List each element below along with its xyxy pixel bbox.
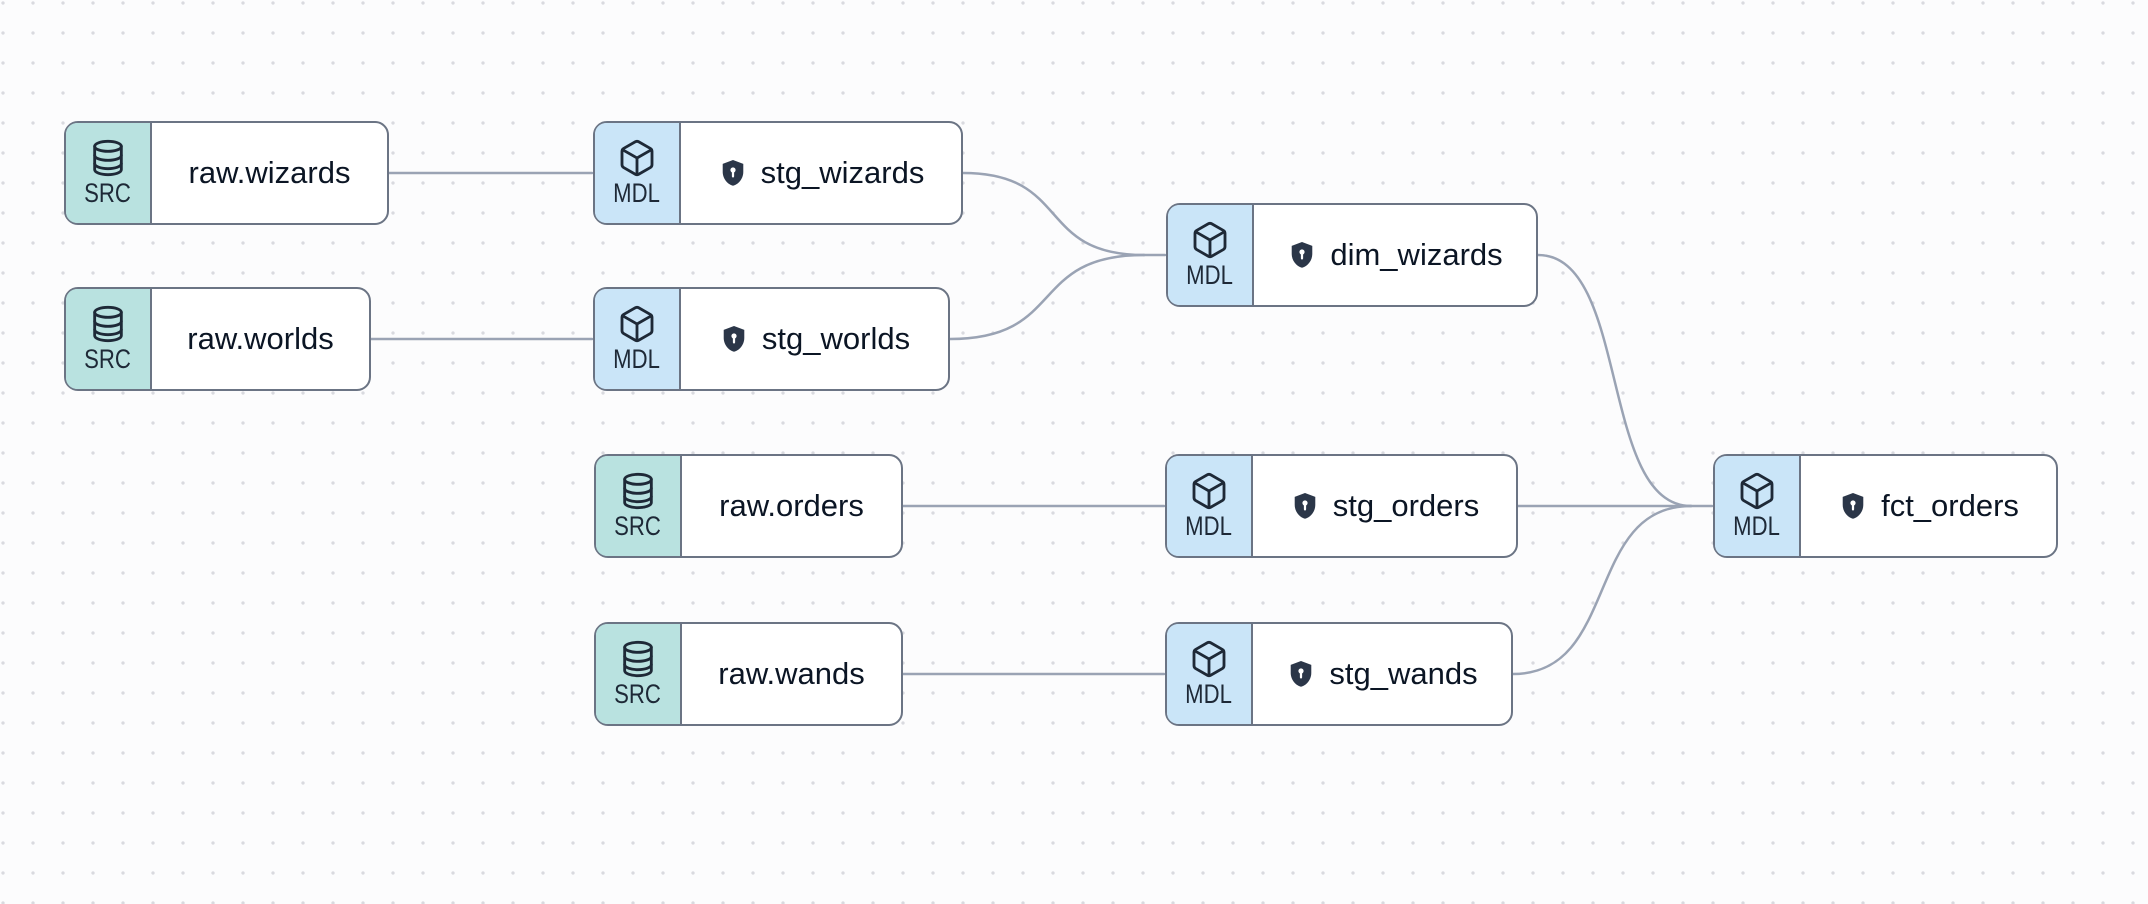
node-label: raw.wizards bbox=[188, 155, 351, 190]
node-type-badge: SRC bbox=[66, 289, 152, 389]
database-icon bbox=[88, 304, 128, 344]
cube-icon bbox=[1189, 639, 1229, 679]
node-type-label: SRC bbox=[84, 178, 132, 209]
shield-icon bbox=[1290, 491, 1320, 522]
node-body: raw.orders bbox=[682, 456, 901, 556]
node-raw-orders[interactable]: SRC raw.orders bbox=[594, 454, 903, 558]
node-label: raw.wands bbox=[718, 656, 865, 691]
node-type-badge: SRC bbox=[66, 123, 152, 223]
node-body: dim_wizards bbox=[1254, 205, 1536, 305]
lineage-edge bbox=[961, 171, 1146, 257]
node-type-badge: SRC bbox=[596, 456, 682, 556]
node-fct-orders[interactable]: MDL fct_orders bbox=[1713, 454, 2058, 558]
node-type-label: SRC bbox=[614, 679, 662, 710]
node-stg-wands[interactable]: MDL stg_wands bbox=[1165, 622, 1513, 726]
shield-icon bbox=[718, 158, 748, 189]
node-type-badge: MDL bbox=[1167, 624, 1253, 724]
node-body: fct_orders bbox=[1801, 456, 2056, 556]
cube-icon bbox=[617, 304, 657, 344]
cube-icon bbox=[1737, 471, 1777, 511]
node-type-label: SRC bbox=[84, 344, 132, 375]
shield-icon bbox=[1838, 491, 1868, 522]
node-body: raw.worlds bbox=[152, 289, 369, 389]
node-label: dim_wizards bbox=[1330, 237, 1503, 272]
database-icon bbox=[618, 639, 658, 679]
shield-icon bbox=[1286, 659, 1316, 690]
node-label: stg_wands bbox=[1329, 656, 1478, 691]
node-type-badge: MDL bbox=[1167, 456, 1253, 556]
node-label: fct_orders bbox=[1881, 488, 2019, 523]
node-label: stg_worlds bbox=[761, 321, 911, 356]
node-dim-wizards[interactable]: MDL dim_wizards bbox=[1166, 203, 1538, 307]
cube-icon bbox=[617, 138, 657, 178]
node-raw-wizards[interactable]: SRC raw.wizards bbox=[64, 121, 389, 225]
lineage-edge bbox=[1511, 504, 1693, 676]
node-label: raw.worlds bbox=[187, 321, 334, 356]
node-type-label: MDL bbox=[1185, 679, 1233, 710]
cube-icon bbox=[1190, 220, 1230, 260]
node-type-badge: MDL bbox=[595, 289, 681, 389]
node-body: stg_wizards bbox=[681, 123, 961, 223]
node-raw-worlds[interactable]: SRC raw.worlds bbox=[64, 287, 371, 391]
lineage-edge bbox=[1536, 253, 1693, 508]
node-type-badge: MDL bbox=[595, 123, 681, 223]
cube-icon bbox=[1189, 471, 1229, 511]
shield-icon bbox=[1287, 240, 1317, 271]
node-type-label: MDL bbox=[1733, 511, 1781, 542]
node-type-badge: MDL bbox=[1715, 456, 1801, 556]
database-icon bbox=[88, 138, 128, 178]
node-stg-worlds[interactable]: MDL stg_worlds bbox=[593, 287, 950, 391]
node-raw-wands[interactable]: SRC raw.wands bbox=[594, 622, 903, 726]
node-type-badge: MDL bbox=[1168, 205, 1254, 305]
node-label: stg_orders bbox=[1332, 488, 1480, 523]
node-body: raw.wands bbox=[682, 624, 901, 724]
node-type-badge: SRC bbox=[596, 624, 682, 724]
node-body: stg_worlds bbox=[681, 289, 948, 389]
database-icon bbox=[618, 471, 658, 511]
node-type-label: MDL bbox=[1185, 511, 1233, 542]
node-label: raw.orders bbox=[719, 488, 864, 523]
node-stg-wizards[interactable]: MDL stg_wizards bbox=[593, 121, 963, 225]
node-body: raw.wizards bbox=[152, 123, 387, 223]
shield-icon bbox=[719, 324, 749, 355]
node-label: stg_wizards bbox=[760, 155, 925, 190]
node-type-label: MDL bbox=[1186, 260, 1234, 291]
node-body: stg_orders bbox=[1253, 456, 1516, 556]
node-body: stg_wands bbox=[1253, 624, 1511, 724]
lineage-edge bbox=[948, 253, 1146, 341]
node-type-label: SRC bbox=[614, 511, 662, 542]
node-type-label: MDL bbox=[613, 178, 661, 209]
node-stg-orders[interactable]: MDL stg_orders bbox=[1165, 454, 1518, 558]
node-type-label: MDL bbox=[613, 344, 661, 375]
